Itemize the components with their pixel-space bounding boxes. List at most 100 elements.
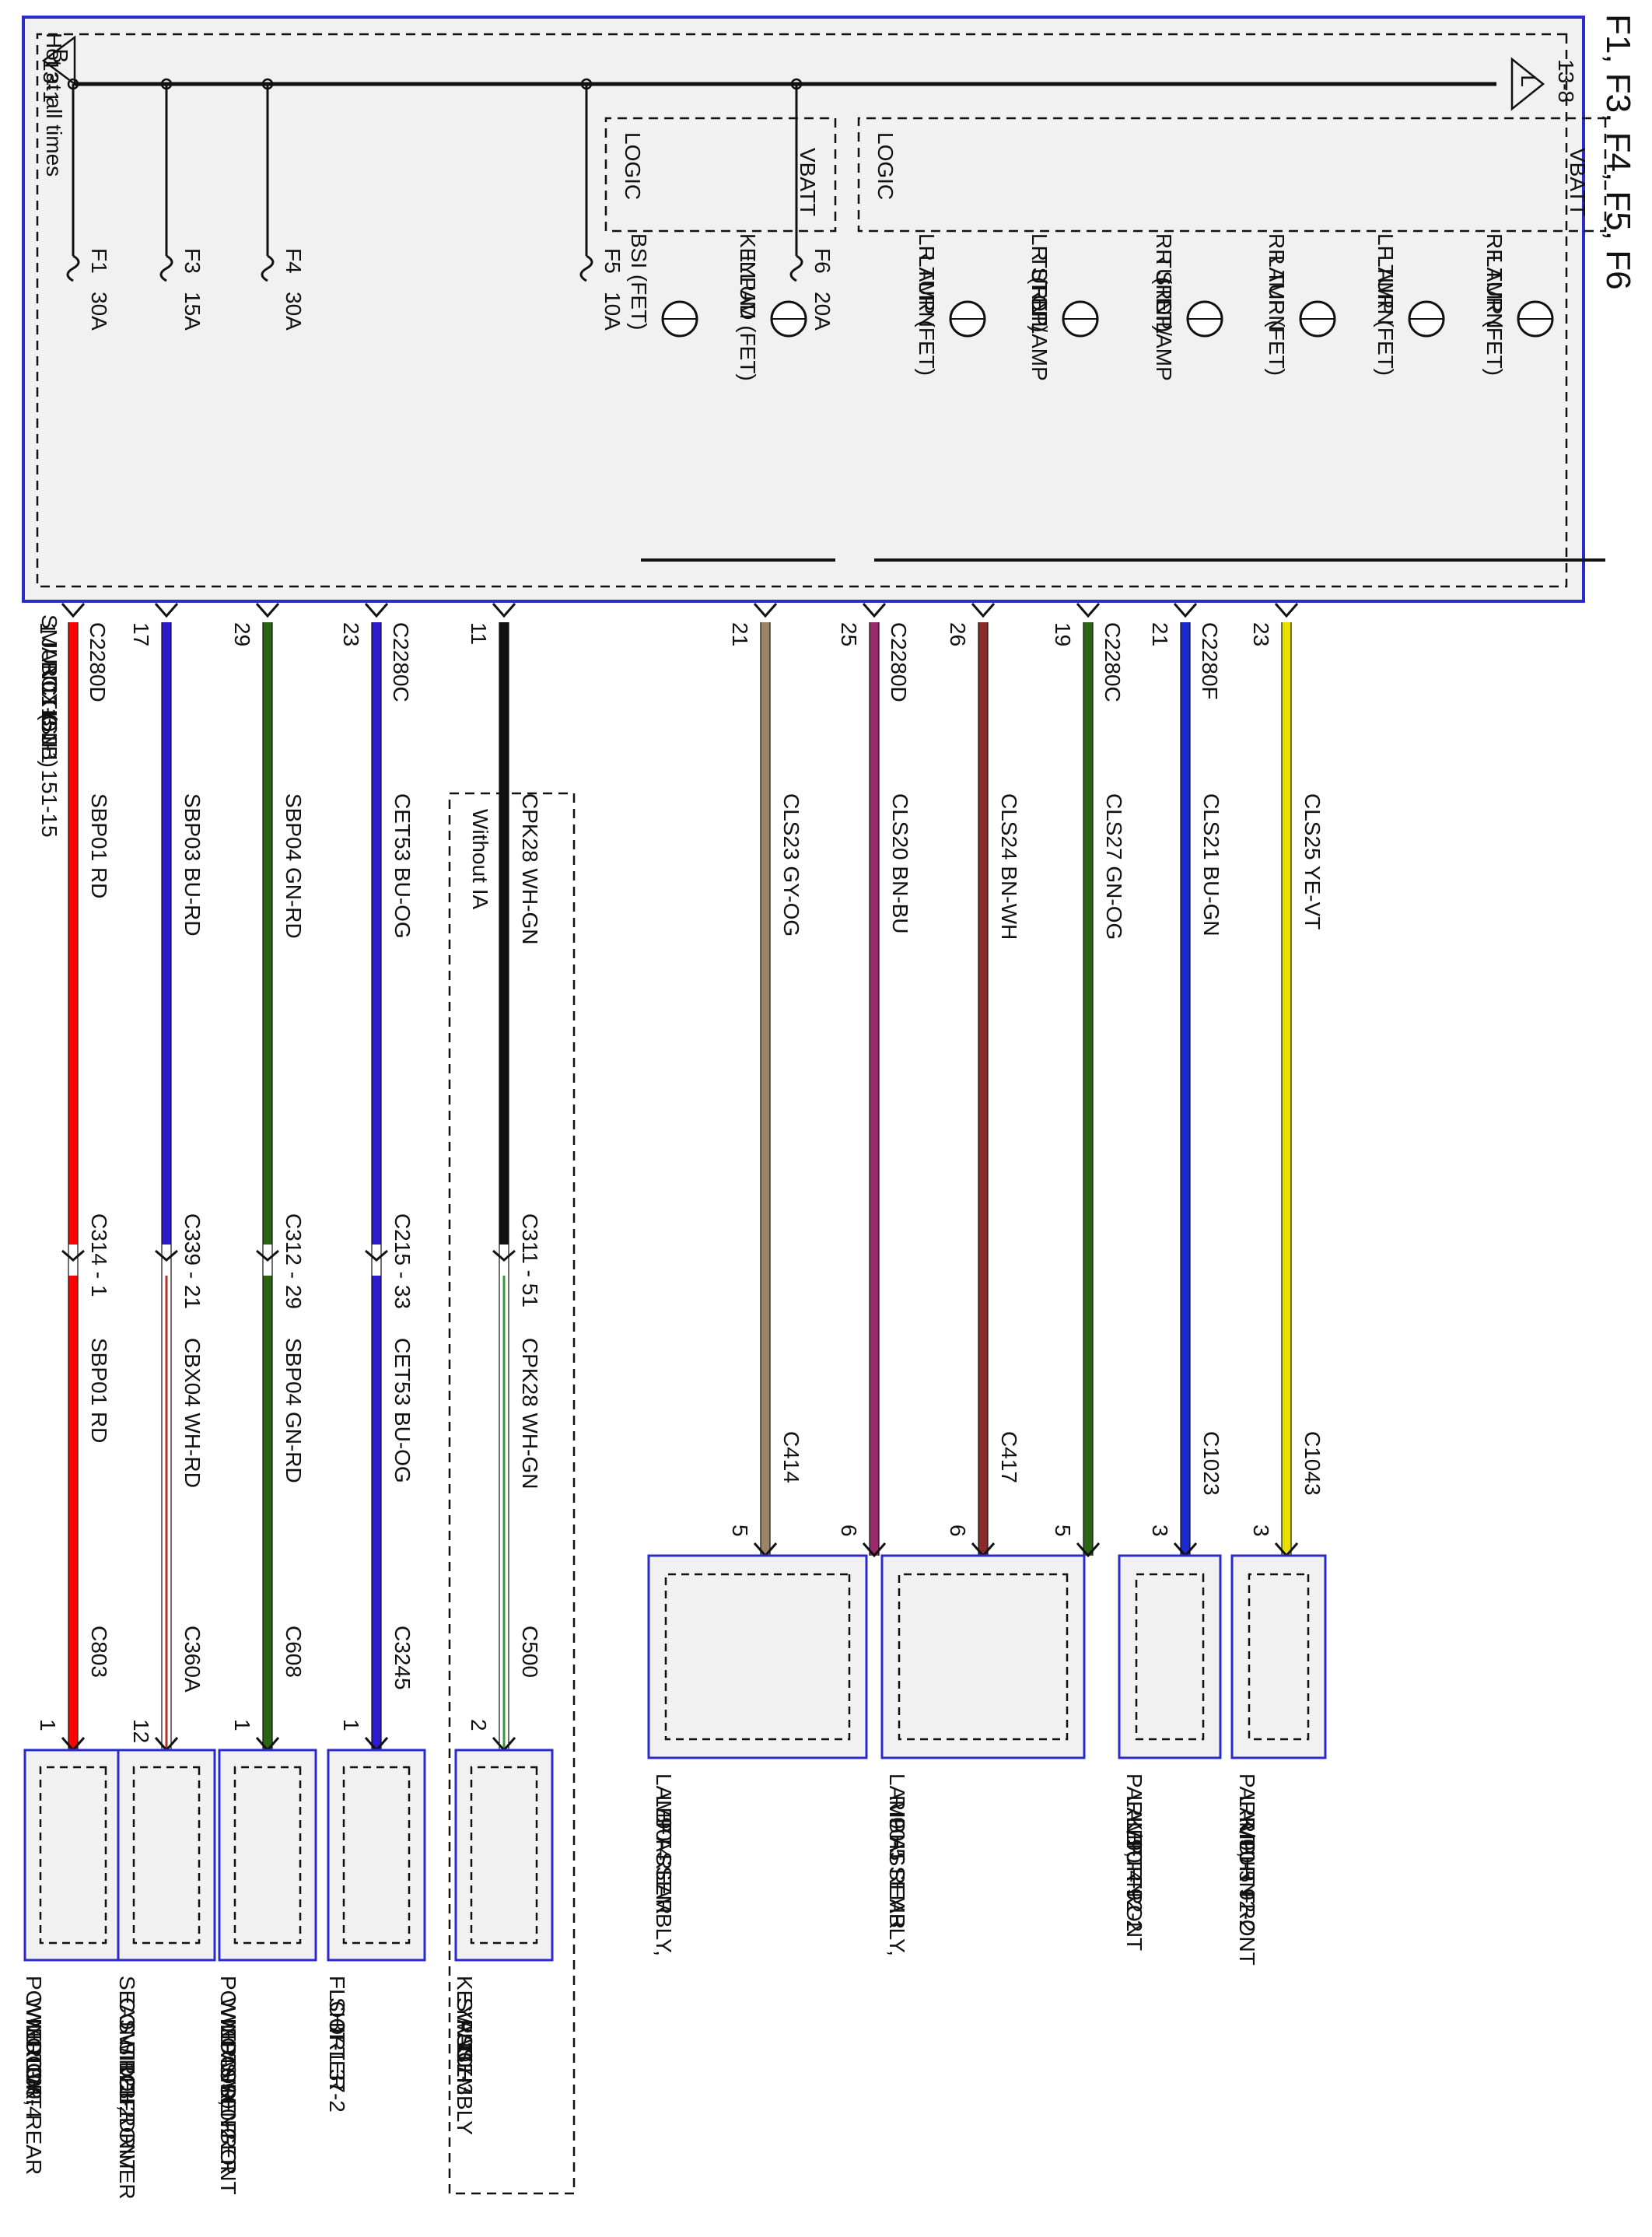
- component-inner-c1: [39, 1766, 107, 1945]
- fet-label-lrstop-2: (FET): [1027, 277, 1052, 333]
- sjb-connector-c8: [971, 603, 996, 618]
- sjb-pin-c11: 23: [1249, 622, 1273, 646]
- dest-conn-c4: C3245: [390, 1626, 415, 1690]
- fuse-symbol-f3: [159, 254, 173, 282]
- dest-pin-c9: 5: [1051, 1525, 1075, 1537]
- fuse-name-f6: F6: [810, 248, 835, 274]
- fuse-symbol-f1: [66, 254, 80, 282]
- component-inner-c5: [470, 1766, 538, 1945]
- wire1-c7: CLS20 BN-BU: [888, 793, 912, 934]
- component-box-lamp-lr: [647, 1554, 868, 1759]
- component-label-lamp-rr-0: LAMP ASSEMBLY,: [885, 1773, 909, 1956]
- fet-label-rfturn-0: RF TURN: [1482, 233, 1507, 328]
- wire1-c5: CPK28 WH-GN: [518, 793, 542, 944]
- bus-out-letter: L: [1517, 75, 1541, 87]
- fet-label-lfturn-1: LAMP (FET): [1374, 255, 1398, 376]
- dest-conn-c3: C608: [282, 1626, 306, 1678]
- wire2-c3: SBP04 GN-RD: [282, 1338, 306, 1483]
- inline-label-c5: C311 - 51: [518, 1213, 542, 1308]
- bus-in-ref: 13-1: [39, 59, 63, 103]
- sjb-connector-c10: [1173, 603, 1198, 618]
- component-box-c5: [454, 1749, 554, 1962]
- fet-label-rrstop-2: (FET): [1152, 277, 1176, 333]
- dest-pin-c7: 6: [837, 1525, 861, 1537]
- component-label-c4-2: 37-1 37-2: [325, 2019, 349, 2113]
- component-label-c3-5: 100-2: [216, 2085, 240, 2141]
- logic-label-right: LOGIC: [621, 132, 645, 200]
- dest-pin-c11: 3: [1249, 1525, 1273, 1537]
- sjb-conn-c7: C2280D: [887, 622, 911, 702]
- fet-lrstop: LR STOP/TURN LAMP(FET): [1027, 233, 1099, 381]
- logic-box-left: [857, 117, 1607, 233]
- dest-conn-c10: C1023: [1199, 1431, 1223, 1496]
- component-label-lamp-rr-2: 90-5: [885, 1817, 909, 1861]
- component-label-c2-0: SEAT: [115, 1976, 139, 2031]
- component-label-c3-3: PASSENGER: [216, 2041, 240, 2175]
- component-label-lamp-lf-2: LEFT FRONT: [1122, 1817, 1146, 1951]
- component-label-lamp-rf-0: PARK/TURN: [1235, 1773, 1259, 1898]
- component-label-c5-2: ASSEMBLY: [453, 2019, 477, 2135]
- sjb-connector-c5: [492, 603, 516, 618]
- dest-connector-c7: [862, 1542, 887, 1558]
- component-label-c1-3: RIGHT REAR: [22, 2041, 46, 2175]
- wire1-c2: SBP03 BU-RD: [180, 793, 205, 936]
- fuse-name-f5: F5: [600, 248, 625, 274]
- sjb-connector-c6: [753, 603, 778, 618]
- component-label-c2-3: SIDE FRONT: [115, 2041, 139, 2173]
- component-label-lamp-lf-0: PARK/TURN: [1122, 1773, 1146, 1898]
- fet-label-lfturn-0: LF TURN: [1374, 233, 1398, 325]
- sjb-conn-c4: C2280C: [389, 622, 413, 702]
- dest-pin-c5: 2: [467, 1719, 491, 1731]
- hot-at-all-times: Hot at all times: [42, 33, 66, 177]
- wire1-c4: CET53 BU-OG: [390, 793, 415, 939]
- fet-label-lrstop-1: TURN LAMP: [1027, 255, 1052, 381]
- component-label-lamp-rf-2: RIGHT FRONT: [1235, 1817, 1259, 1966]
- component-inner-lamp-lr: [664, 1573, 851, 1741]
- component-label-c4-0: FLOOR: [325, 1976, 349, 2050]
- component-label-c5-3: 117-3: [453, 2041, 477, 2095]
- fuse-name-f1: F1: [87, 248, 111, 274]
- bus-node-f1: [67, 78, 79, 90]
- component-label-lamp-lr-0: LAMP ASSEMBLY,: [652, 1773, 676, 1956]
- wire1-c8: CLS24 BN-WH: [997, 793, 1021, 940]
- sjb-pin-c3: 29: [230, 622, 254, 646]
- component-inner-lamp-rr: [898, 1573, 1069, 1741]
- component-label-c1-1: WINDOW: [22, 1997, 46, 2093]
- dest-conn-c2: C360A: [180, 1626, 205, 1693]
- sjb-pin-c1: 1: [36, 622, 60, 635]
- sjb-inner-dashed: [36, 33, 1568, 588]
- component-label-lamp-rf-1: LAMP,: [1235, 1795, 1259, 1857]
- sjb-name-line-1: JUNCTION: [37, 638, 61, 748]
- component-label-c2-4: 123-2: [115, 2063, 139, 2119]
- component-box-c3: [218, 1749, 317, 1962]
- dest-conn-c6: C414: [779, 1431, 803, 1483]
- sjb-conn-c10: C2280F: [1198, 622, 1222, 700]
- dest-pin-c6: 5: [728, 1525, 752, 1537]
- dest-pin-c10: 3: [1148, 1525, 1172, 1537]
- fet-label-bsi-0: BSI (FET): [627, 233, 651, 330]
- component-inner-c3: [233, 1766, 302, 1945]
- component-box-lamp-lf: [1118, 1554, 1222, 1759]
- dest-conn-c1: C803: [87, 1626, 111, 1678]
- component-inner-c2: [132, 1766, 201, 1945]
- vbatt-label-right: VBATT: [796, 148, 820, 216]
- component-box-c1: [23, 1749, 123, 1962]
- inline-label-c1: C314 - 1: [87, 1213, 111, 1297]
- bus-out-ref: 13-8: [1554, 59, 1578, 103]
- fuse-name-f4: F4: [282, 248, 306, 274]
- dest-conn-c8: C417: [997, 1431, 1021, 1483]
- wire1-c11: CLS25 YE-VT: [1300, 793, 1325, 929]
